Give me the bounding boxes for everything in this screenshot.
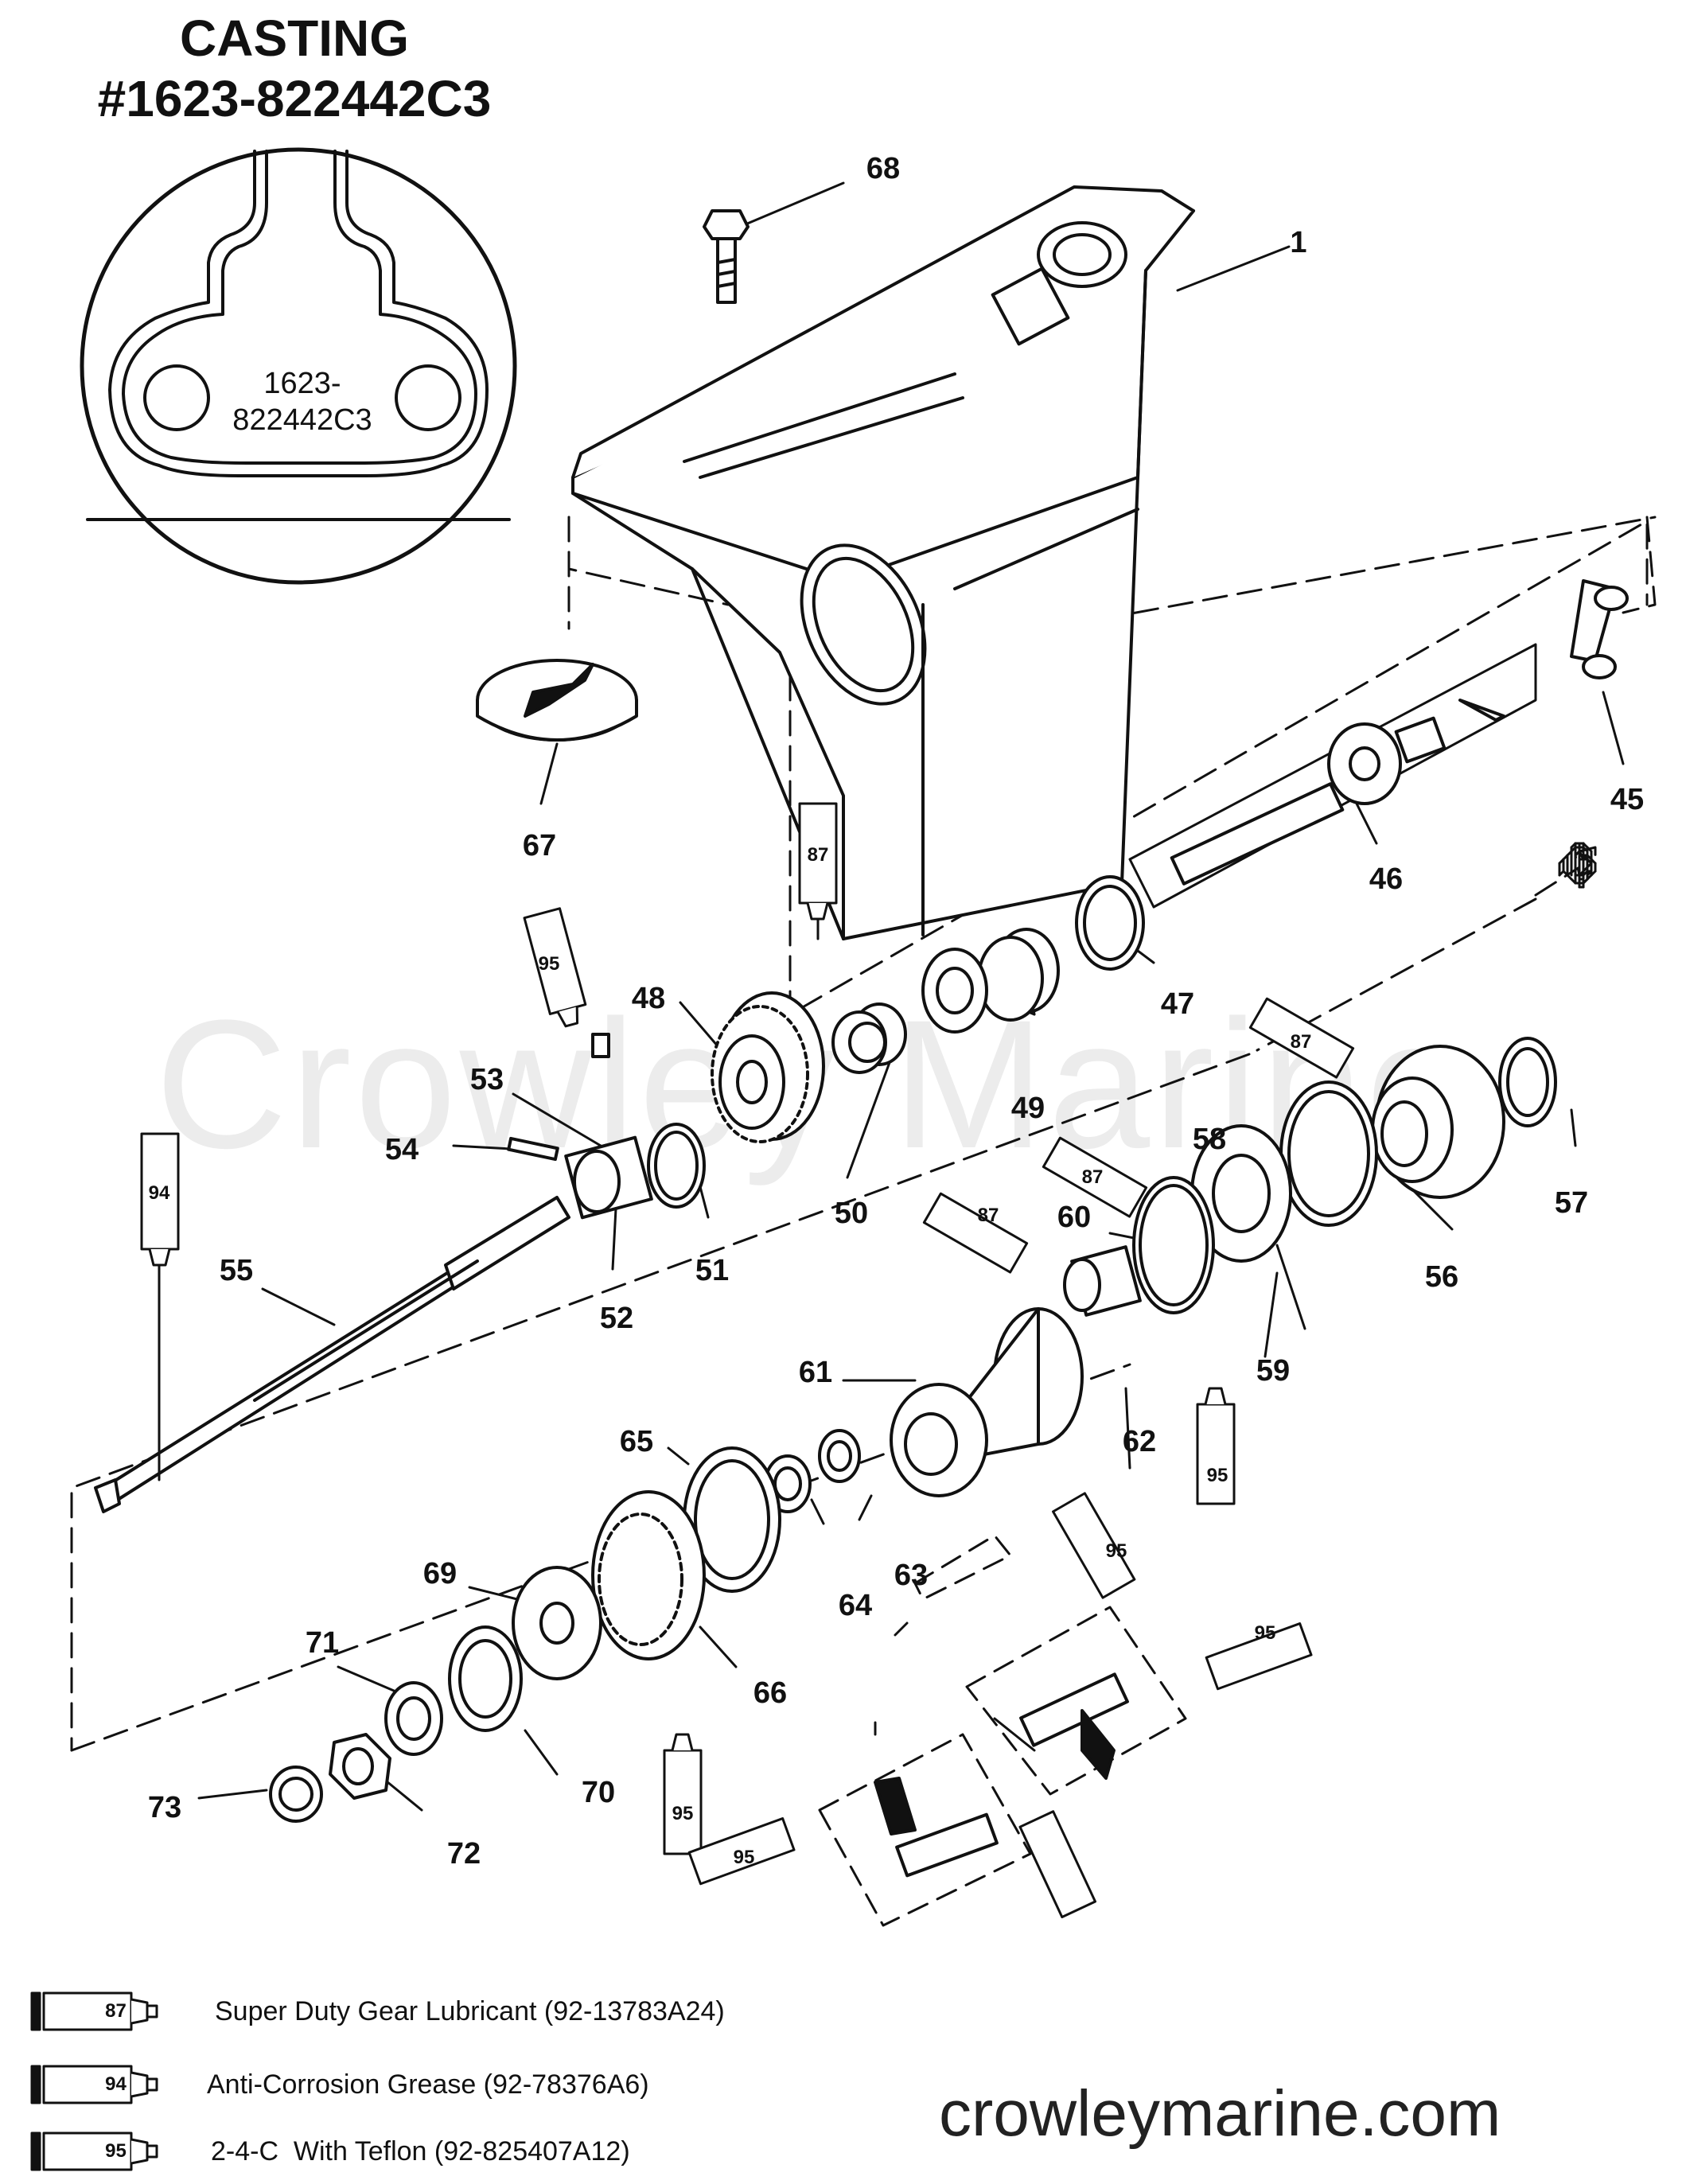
part-label-48: 48 (631, 982, 666, 1015)
reverse-gear (1279, 1037, 1557, 1227)
part-label-46: 46 (1369, 862, 1404, 896)
part-label-51: 51 (695, 1254, 730, 1287)
legend-tube-95-icon (30, 2131, 158, 2171)
part-label-45: 45 (1610, 783, 1645, 816)
part-label-68: 68 (866, 152, 901, 185)
part-label-50: 50 (834, 1197, 869, 1230)
tube-95-c (1052, 1492, 1136, 1599)
part-label-60: 60 (1057, 1201, 1092, 1234)
tube-95-d (1205, 1622, 1313, 1691)
part-label-70: 70 (581, 1776, 616, 1809)
legend-tube-94-icon (30, 2065, 158, 2104)
propeller-shaft (94, 1196, 570, 1513)
tube-label-87-a: 87 (807, 844, 829, 866)
bolt (703, 209, 750, 304)
tube-95-g (1018, 1810, 1097, 1918)
inset-line2: 822442C3 (232, 403, 372, 437)
tube-label-95-c: 95 (1105, 1540, 1127, 1562)
seals (764, 1429, 861, 1513)
site-url: crowleymarine.com (939, 2077, 1501, 2150)
part-label-55: 55 (219, 1254, 254, 1287)
part-label-72: 72 (446, 1837, 481, 1871)
part-label-1: 1 (1290, 226, 1307, 259)
legend-code-87: 87 (105, 2000, 127, 2022)
tube-95-a (523, 907, 587, 1028)
part-label-69: 69 (422, 1557, 458, 1590)
tube-label-95-b: 95 (1206, 1465, 1228, 1486)
legend-text-95: 2-4-C With Teflon (92-825407A12) (211, 2135, 630, 2166)
part-label-54: 54 (384, 1133, 419, 1166)
part-label-64: 64 (838, 1589, 873, 1622)
casting-title-line2: #1623-822442C3 (97, 70, 492, 127)
part-label-59: 59 (1256, 1354, 1291, 1388)
races (647, 875, 1145, 1209)
tube-label-95-e: 95 (672, 1803, 694, 1824)
bevel-gear-forward (711, 991, 825, 1143)
part-label-71: 71 (305, 1626, 340, 1660)
legend-text-87: Super Duty Gear Lubricant (92-13783A24) (215, 1995, 725, 2026)
tool-parts (874, 1672, 1129, 1878)
legend-code-95: 95 (105, 2140, 127, 2162)
part-label-56: 56 (1424, 1260, 1459, 1294)
tube-label-95-f: 95 (733, 1847, 755, 1868)
part-label-66: 66 (753, 1676, 788, 1710)
casting-title-line1: CASTING (180, 10, 409, 67)
part-label-73: 73 (147, 1791, 182, 1824)
tube-95-f (687, 1817, 796, 1886)
gearcase-housing (571, 185, 1195, 940)
tube-87-d (922, 1192, 1029, 1274)
bearing-carrier (890, 1307, 1084, 1497)
clutch (507, 1033, 653, 1220)
tube-label-87-b: 87 (1290, 1031, 1312, 1053)
dashed-boxes (818, 1534, 1187, 1927)
tube-87-b (1248, 997, 1355, 1079)
tube-label-87-c: 87 (1081, 1166, 1104, 1188)
shift-link (1570, 579, 1629, 679)
inset-casting-number: 1623- 822442C3 (232, 365, 372, 438)
inset-line1: 1623- (263, 367, 341, 400)
tube-87-a (798, 802, 838, 940)
tube-95-e (663, 1733, 703, 1855)
tube-label-95-d: 95 (1254, 1622, 1276, 1644)
lubricant-tubes (140, 802, 1355, 1918)
tube-95-b (1196, 1387, 1236, 1505)
tube-label-87-d: 87 (977, 1205, 999, 1226)
part-label-52: 52 (599, 1302, 634, 1335)
shift-assembly (1128, 643, 1537, 909)
part-label-53: 53 (469, 1063, 504, 1096)
tube-94 (140, 1132, 180, 1481)
legend-tube-87-icon (30, 1991, 158, 2031)
legend-code-94: 94 (105, 2073, 127, 2095)
part-label-67: 67 (522, 829, 557, 862)
tube-label-95-a: 95 (538, 953, 560, 975)
part-label-58: 58 (1192, 1123, 1227, 1156)
casting-inset (80, 147, 517, 585)
tube-87-c (1042, 1136, 1148, 1218)
part-label-63: 63 (894, 1559, 929, 1592)
casting-title: CASTING #1623-822442C3 (56, 8, 533, 129)
part-label-49: 49 (1010, 1092, 1045, 1125)
part-label-65: 65 (619, 1425, 654, 1458)
part-label-61: 61 (798, 1356, 833, 1389)
legend-text-94: Anti-Corrosion Grease (92-78376A6) (207, 2069, 649, 2100)
part-label-57: 57 (1554, 1186, 1589, 1220)
retainers (269, 1446, 781, 1823)
tube-label-94: 94 (148, 1182, 170, 1204)
part-label-62: 62 (1122, 1425, 1157, 1458)
carrier-bearings (1063, 1124, 1292, 1317)
part-label-47: 47 (1160, 987, 1195, 1021)
anode-plate (476, 659, 638, 742)
legend-tube-icons (30, 1991, 158, 2171)
